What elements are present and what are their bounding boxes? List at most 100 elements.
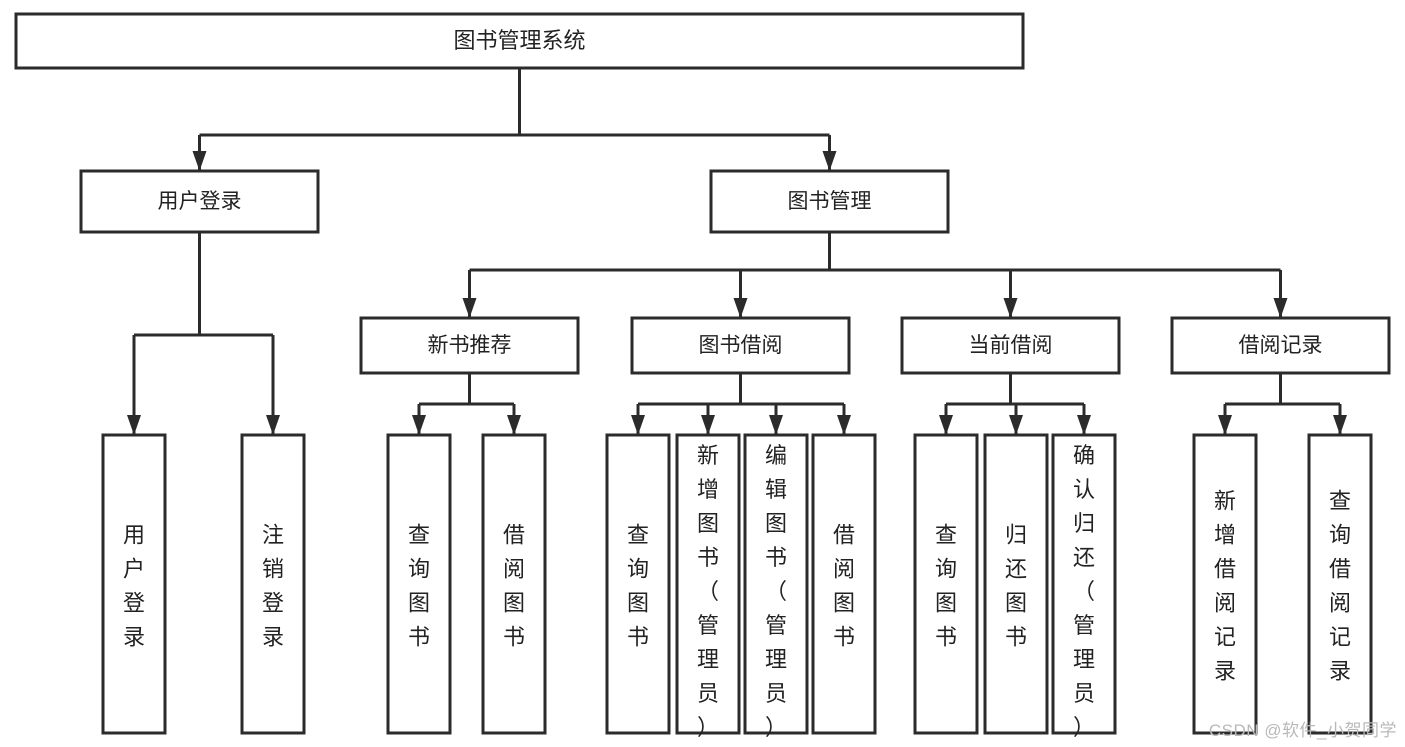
svg-text:图: 图 [1005, 591, 1027, 616]
svg-text:借: 借 [503, 523, 525, 548]
node-root-box[interactable] [14, 12, 1025, 70]
svg-text:阅: 阅 [503, 557, 525, 582]
svg-text:查: 查 [627, 523, 649, 548]
svg-text:询: 询 [408, 557, 430, 582]
arrow-icon-g0-0 [412, 415, 426, 435]
svg-text:管: 管 [765, 613, 787, 638]
svg-text:记: 记 [1329, 625, 1351, 650]
arrow-icon-g2-1 [1009, 415, 1023, 435]
node-level2-label-3: 借阅记录 [1239, 334, 1323, 357]
node-root-label: 图书管理系统 [453, 28, 585, 53]
leaf-box-g0-0[interactable] [386, 433, 452, 735]
leaf-box-g1-3[interactable] [811, 433, 877, 735]
svg-text:录: 录 [1329, 659, 1351, 684]
arrow-icon-g0-1 [507, 415, 521, 435]
arrow-icon-mgmt-3 [1273, 298, 1288, 318]
svg-text:记: 记 [1214, 625, 1236, 650]
svg-text:借: 借 [833, 523, 855, 548]
node-level1-box-1[interactable] [709, 169, 950, 234]
arrow-icon-g1-2 [769, 415, 783, 435]
svg-text:图: 图 [503, 591, 525, 616]
svg-text:新: 新 [697, 443, 719, 468]
svg-text:归: 归 [1005, 523, 1027, 548]
leaf-box-g1-1[interactable] [675, 433, 741, 735]
leaf-box-g0-1[interactable] [481, 433, 547, 735]
svg-text:归: 归 [1073, 511, 1095, 536]
svg-text:阅: 阅 [1329, 591, 1351, 616]
arrow-icon-g3-0 [1218, 415, 1232, 435]
svg-text:书: 书 [765, 545, 787, 570]
arrow-icon-mgmt-2 [1003, 298, 1018, 318]
svg-text:户: 户 [123, 557, 145, 582]
svg-text:）: ） [1073, 715, 1095, 740]
leaf-box-g3-1[interactable] [1307, 433, 1373, 735]
svg-text:还: 还 [1073, 545, 1095, 570]
svg-text:书: 书 [408, 625, 430, 650]
svg-text:认: 认 [1073, 477, 1095, 502]
svg-text:用: 用 [123, 523, 145, 548]
svg-text:查: 查 [408, 523, 430, 548]
node-level2-label-0: 新书推荐 [428, 334, 512, 357]
arrow-icon-mgmt-1 [733, 298, 748, 318]
svg-text:增: 增 [1214, 523, 1236, 548]
arrow-icon-mgmt-0 [462, 298, 477, 318]
svg-text:借: 借 [1214, 557, 1236, 582]
svg-text:录: 录 [123, 625, 145, 650]
svg-text:录: 录 [1214, 659, 1236, 684]
svg-text:书: 书 [935, 625, 957, 650]
svg-text:查: 查 [1329, 489, 1351, 514]
svg-text:书: 书 [1005, 625, 1027, 650]
svg-text:借: 借 [1329, 557, 1351, 582]
leaf-box-login-1[interactable] [240, 433, 306, 735]
svg-text:）: ） [765, 715, 787, 740]
arrow-icon-root-0 [192, 151, 207, 171]
arrow-icon-g3-1 [1333, 415, 1347, 435]
svg-text:管: 管 [697, 613, 719, 638]
svg-text:询: 询 [935, 557, 957, 582]
svg-text:登: 登 [262, 591, 284, 616]
svg-text:员: 员 [765, 681, 787, 706]
leaf-box-login-0[interactable] [101, 433, 167, 735]
svg-text:理: 理 [697, 647, 719, 672]
node-level1-label-0: 用户登录 [158, 190, 242, 213]
svg-text:辑: 辑 [765, 477, 787, 502]
svg-text:（: （ [1073, 579, 1095, 604]
leaf-box-g1-2[interactable] [743, 433, 809, 735]
node-level2-box-1[interactable] [630, 316, 851, 375]
svg-text:确: 确 [1073, 443, 1095, 468]
svg-text:查: 查 [935, 523, 957, 548]
leaf-box-g2-0[interactable] [913, 433, 979, 735]
svg-text:书: 书 [697, 545, 719, 570]
leaf-label-login-0: 用户登录 [123, 523, 145, 650]
arrow-icon-g2-0 [939, 415, 953, 435]
svg-text:（: （ [697, 579, 719, 604]
arrow-icon-g2-2 [1077, 415, 1091, 435]
svg-text:图: 图 [697, 511, 719, 536]
leaf-box-g1-0[interactable] [605, 433, 671, 735]
arrow-icon-login-0 [127, 415, 141, 435]
svg-text:询: 询 [627, 557, 649, 582]
arrow-icon-g1-3 [837, 415, 851, 435]
node-level2-box-2[interactable] [900, 316, 1121, 375]
leaf-box-g2-2[interactable] [1051, 433, 1117, 735]
svg-text:图: 图 [935, 591, 957, 616]
svg-text:图: 图 [833, 591, 855, 616]
leaf-box-g2-1[interactable] [983, 433, 1049, 735]
svg-text:图: 图 [627, 591, 649, 616]
svg-text:员: 员 [1073, 681, 1095, 706]
svg-text:录: 录 [262, 625, 284, 650]
node-level2-box-3[interactable] [1170, 316, 1391, 375]
svg-text:注: 注 [262, 523, 284, 548]
leaf-box-g3-0[interactable] [1192, 433, 1258, 735]
